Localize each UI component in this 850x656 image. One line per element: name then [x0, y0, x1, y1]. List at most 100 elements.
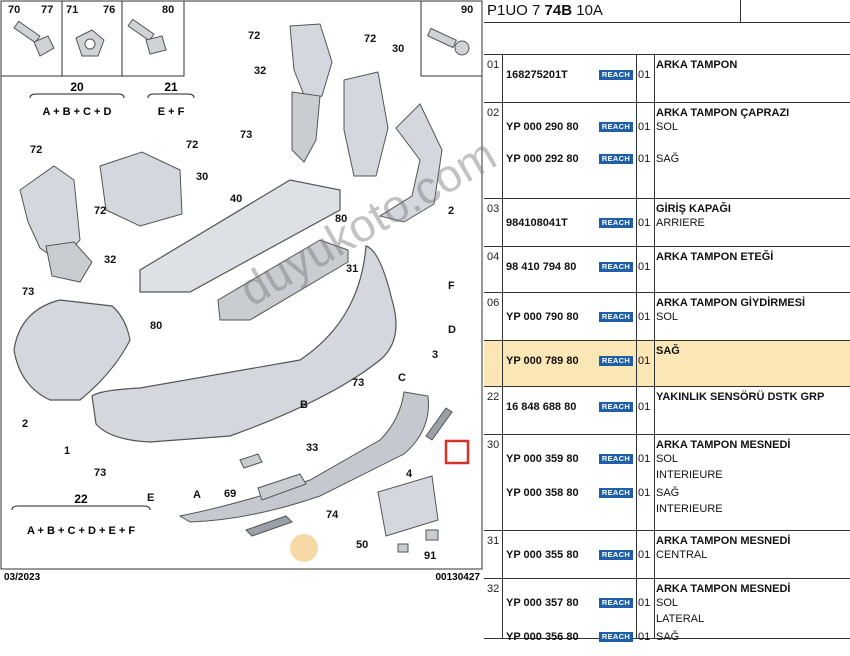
row-title: ARKA TAMPON GİYDİRMESİ — [656, 297, 806, 309]
part-number[interactable]: 16 848 688 80 — [506, 401, 577, 413]
pin-icon — [426, 27, 458, 49]
part-number[interactable]: YP 000 790 80 — [506, 311, 579, 323]
row-title: ARKA TAMPON ÇAPRAZI — [656, 107, 790, 119]
quantity: 01 — [638, 549, 651, 561]
footer-date: 03/2023 — [4, 572, 41, 583]
callout-72: 72 — [248, 30, 260, 42]
callout-1: 1 — [64, 445, 70, 457]
reach-badge: REACH — [599, 402, 633, 412]
reach-badge: REACH — [599, 312, 633, 322]
callout-72: 72 — [30, 144, 42, 156]
reach-badge: REACH — [599, 356, 633, 366]
row-title: ARKA TAMPON MESNEDİ — [656, 439, 791, 451]
right-lateral-support — [291, 91, 321, 163]
central-support — [217, 239, 349, 321]
callout-76: 76 — [103, 4, 115, 16]
part-number[interactable]: YP 000 359 80 — [506, 453, 579, 465]
part-number[interactable]: 98 410 794 80 — [506, 261, 577, 273]
callout-32: 32 — [254, 65, 266, 77]
bumper-trim-left — [245, 515, 293, 537]
callout-80: 80 — [335, 213, 347, 225]
reach-badge: REACH — [599, 218, 633, 228]
screw-icon — [127, 18, 155, 42]
quantity: 01 — [638, 261, 651, 273]
part-number[interactable]: YP 000 357 80 — [506, 597, 579, 609]
part-number[interactable]: YP 000 358 80 — [506, 487, 579, 499]
callout-73: 73 — [352, 377, 364, 389]
part-number[interactable]: YP 000 356 80 — [506, 631, 579, 643]
callout-33: 33 — [306, 442, 318, 454]
part-description: SOL — [656, 311, 679, 323]
row-title: ARKA TAMPON MESNEDİ — [656, 535, 791, 547]
highlight-box — [444, 439, 470, 465]
callout-80: 80 — [150, 320, 162, 332]
callout-91: 91 — [424, 550, 436, 562]
callout-40: 40 — [230, 193, 242, 205]
quantity: 01 — [638, 69, 651, 81]
left-lateral-support — [45, 241, 93, 283]
parts-header: P1UO 7 74B 10A — [484, 0, 850, 23]
callout-72: 72 — [94, 205, 106, 217]
reach-badge: REACH — [599, 632, 633, 642]
quantity: 01 — [638, 487, 651, 499]
quantity: 01 — [638, 153, 651, 165]
callout-2: 2 — [448, 205, 454, 217]
part-code: P1UO 7 74B 10A — [487, 2, 603, 19]
callout-73: 73 — [240, 129, 252, 141]
row-index: 30 — [487, 439, 500, 451]
reach-badge: REACH — [599, 598, 633, 608]
part-description: LATERAL — [656, 613, 705, 625]
callout-32: 32 — [104, 254, 116, 266]
group-20-formula: A + B + C + D — [43, 106, 112, 118]
quantity: 01 — [638, 453, 651, 465]
row-index: 02 — [487, 107, 500, 119]
part-number[interactable]: YP 000 292 80 — [506, 153, 579, 165]
part-number[interactable]: YP 000 290 80 — [506, 121, 579, 133]
part-description: ARKA TAMPON ETEĞİ — [656, 251, 774, 263]
callout-90: 90 — [461, 4, 473, 16]
bumper-left-end — [13, 299, 131, 401]
quantity: 01 — [638, 121, 651, 133]
group-22-number: 22 — [74, 492, 88, 506]
row-index: 22 — [487, 391, 500, 403]
part-number[interactable]: 168275201T — [506, 69, 568, 81]
part-number[interactable]: YP 000 789 80 — [506, 355, 579, 367]
part-number[interactable]: YP 000 355 80 — [506, 549, 579, 561]
highlight-circle — [290, 534, 318, 562]
callout-30: 30 — [392, 43, 404, 55]
callout-4: 4 — [406, 468, 413, 480]
letter-D: D — [448, 324, 456, 336]
letter-B: B — [300, 399, 308, 411]
part-description: CENTRAL — [656, 549, 708, 561]
reach-badge: REACH — [599, 550, 633, 560]
bumper-crossmember-right — [378, 103, 443, 223]
part-description: SAĞ — [656, 487, 680, 499]
row-title: GİRİŞ KAPAĞI — [656, 203, 731, 215]
reach-badge: REACH — [599, 262, 633, 272]
screw-icon — [13, 20, 41, 44]
callout-72: 72 — [364, 33, 376, 45]
reach-badge: REACH — [599, 70, 633, 80]
callout-31: 31 — [346, 263, 358, 275]
rear-bumper — [91, 245, 397, 443]
nut-icon — [33, 35, 55, 57]
sensor-bracket — [257, 473, 307, 501]
letter-F: F — [448, 280, 455, 292]
part-description: ARKA TAMPON — [656, 59, 738, 71]
part-number[interactable]: 984108041T — [506, 217, 568, 229]
part-description: YAKINLIK SENSÖRÜ DSTK GRP — [656, 391, 825, 403]
callout-30: 30 — [196, 171, 208, 183]
bumper-trim-right — [425, 407, 453, 441]
callout-71: 71 — [66, 4, 78, 16]
